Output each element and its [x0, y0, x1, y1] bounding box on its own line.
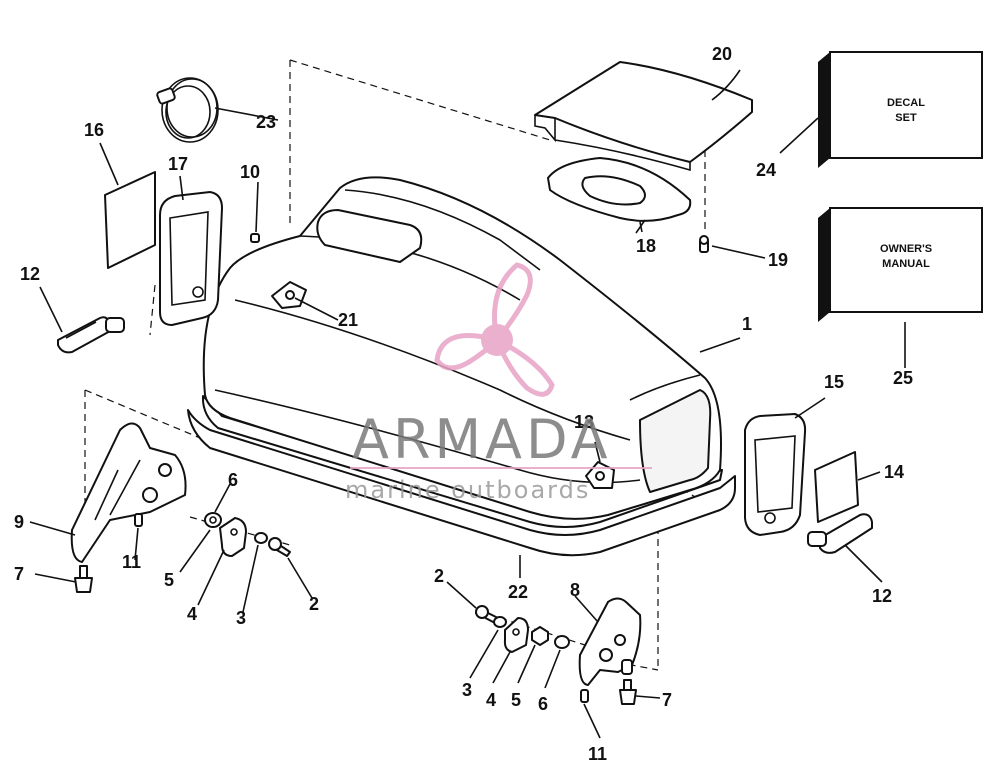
cable-part	[156, 77, 219, 143]
owners-manual-box: OWNER'S MANUAL	[818, 207, 983, 322]
plate-4-right-part	[503, 617, 529, 653]
callout-20: 20	[712, 44, 732, 64]
callout-14: 14	[884, 462, 904, 482]
gasket-16-part	[104, 171, 156, 269]
pin-11-right-part	[580, 689, 589, 703]
callout-2-left: 2	[309, 594, 319, 614]
callout-5-left: 5	[164, 570, 174, 590]
washer-3-right-part	[493, 616, 507, 628]
callout-9: 9	[14, 512, 24, 532]
callout-12-right: 12	[872, 586, 892, 606]
decal-label-line1: DECAL	[887, 97, 925, 109]
manual-label-line1: OWNER'S	[880, 243, 932, 255]
frame-17-part	[159, 191, 223, 326]
callout-25: 25	[893, 368, 913, 388]
latch-handle-left-part	[57, 316, 125, 354]
callout-5-right: 5	[511, 690, 521, 710]
washer-6-left-part	[204, 512, 222, 528]
decal-label-line2: SET	[895, 112, 917, 124]
callout-6-left: 6	[228, 470, 238, 490]
callout-4-left: 4	[187, 604, 197, 624]
callout-3-left: 3	[236, 608, 246, 628]
callout-18: 18	[636, 236, 656, 256]
callout-1: 1	[742, 314, 752, 334]
bracket-8-part	[578, 597, 642, 686]
stud-7-right-part	[619, 679, 637, 705]
screw-2-left-part	[268, 537, 291, 557]
callout-22: 22	[508, 582, 528, 602]
callout-19: 19	[768, 250, 788, 270]
callout-24: 24	[756, 160, 776, 180]
pin-11-left-part	[134, 513, 143, 527]
engine-cover-part	[187, 176, 736, 557]
callout-4-right: 4	[486, 690, 496, 710]
stud-7-left-part	[74, 565, 93, 593]
callout-15: 15	[824, 372, 844, 392]
callout-13: 13	[574, 412, 594, 432]
bracket-9-part	[70, 422, 187, 563]
callout-21: 21	[338, 310, 358, 330]
washer-6-right-part	[554, 635, 570, 649]
manual-label-line2: MANUAL	[882, 258, 930, 270]
callout-8: 8	[570, 580, 580, 600]
washer-3-left-part	[254, 532, 268, 544]
callout-23: 23	[256, 112, 276, 132]
callout-2-right: 2	[434, 566, 444, 586]
armada-watermark: ARMADA marine outboards	[345, 262, 652, 504]
propeller-icon	[434, 262, 555, 397]
callout-17: 17	[168, 154, 188, 174]
screw-2-right-part	[475, 605, 499, 624]
callout-11-left: 11	[122, 552, 141, 572]
callout-10: 10	[240, 162, 260, 182]
screw-19-part	[699, 235, 709, 253]
callout-7-right: 7	[662, 690, 672, 710]
cover-cap-part	[534, 61, 753, 172]
latch-handle-right-part	[807, 513, 873, 554]
nut-5-right-part	[531, 626, 549, 646]
callout-16: 16	[84, 120, 104, 140]
leader-lines	[29, 69, 906, 739]
decal-set-box: DECAL SET	[818, 51, 983, 168]
callout-3-right: 3	[462, 680, 472, 700]
watermark-tagline: marine outboards	[345, 476, 590, 504]
callout-7-left: 7	[14, 564, 24, 584]
gasket-14-part	[814, 451, 859, 523]
callout-6-right: 6	[538, 694, 548, 714]
watermark-brand: ARMADA	[352, 408, 612, 471]
latch-hook-21-part	[271, 281, 307, 309]
plate-4-left-part	[219, 517, 247, 557]
cap-seal-part	[547, 157, 692, 233]
frame-15-part	[744, 413, 807, 536]
callout-11-right: 11	[588, 744, 607, 764]
callout-12-left: 12	[20, 264, 40, 284]
screw-10-part	[250, 233, 260, 243]
callout-numbers: 1 20 18 19 24 25 15 14 12 13 21 23 16 17…	[14, 44, 913, 764]
